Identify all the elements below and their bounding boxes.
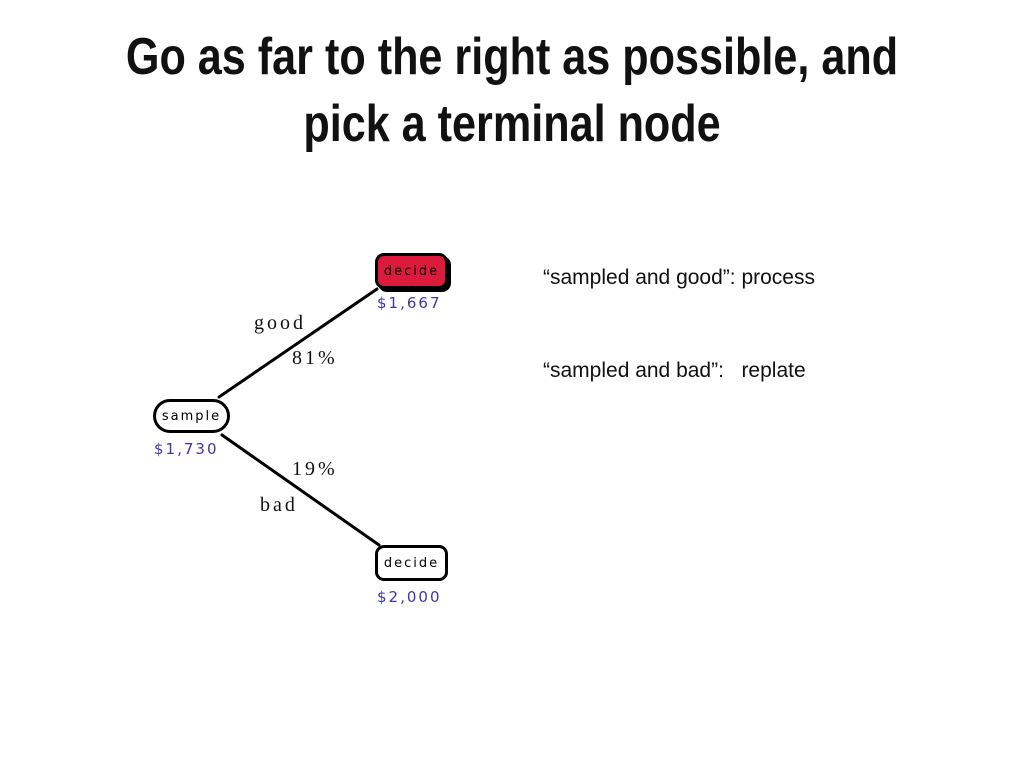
annotation-block: “sampled and good”: process “sampled and…	[543, 200, 815, 448]
decide-node-good-value: $1,667	[377, 294, 442, 312]
branch-probability-good: 81%	[292, 347, 338, 369]
decide-node-good-label: decide	[383, 263, 440, 279]
branch-line-good	[217, 287, 379, 399]
decide-node-bad: decide	[375, 545, 448, 581]
title-line-2: pick a terminal node	[303, 95, 721, 153]
branch-label-bad: bad	[260, 494, 298, 516]
title-line-1: Go as far to the right as possible, and	[125, 28, 899, 86]
annotation-line-2: “sampled and bad”: replate	[543, 359, 806, 382]
sample-node: sample	[153, 399, 230, 433]
sample-node-value: $1,730	[154, 440, 219, 458]
branch-label-good: good	[254, 312, 306, 334]
branch-line-bad	[220, 433, 381, 547]
branch-probability-bad: 19%	[292, 458, 338, 480]
slide-title: Go as far to the right as possible, and …	[87, 24, 937, 158]
decide-node-good: decide	[375, 253, 448, 289]
sample-node-label: sample	[161, 408, 222, 424]
decide-node-bad-label: decide	[383, 555, 440, 571]
decide-node-bad-value: $2,000	[377, 588, 442, 606]
annotation-line-1: “sampled and good”: process	[543, 266, 815, 289]
